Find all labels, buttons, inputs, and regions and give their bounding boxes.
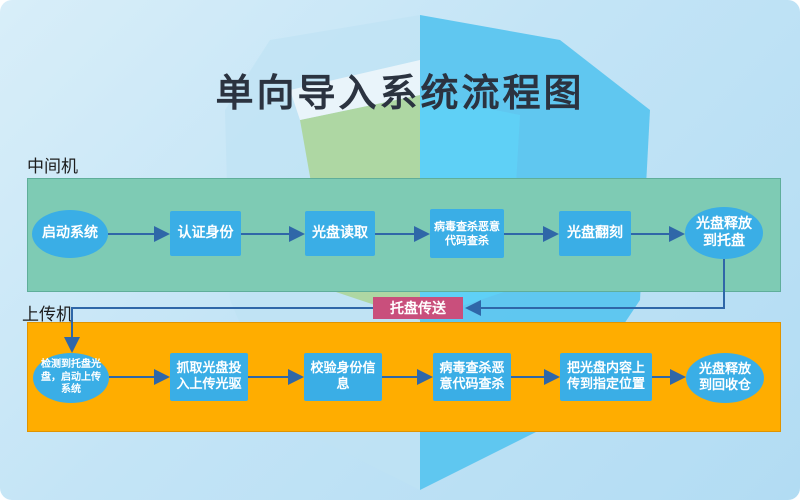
step-virus-scan: 病毒查杀恶意代码查杀 [430, 209, 504, 258]
middle-machine-lane-label: 中间机 [27, 157, 78, 177]
tray-transfer-label: 托盘传送 [373, 297, 463, 319]
step-start-system: 启动系统 [32, 210, 108, 258]
step-grab-disc: 抓取光盘投入上传光驱 [170, 353, 248, 401]
page-title: 单向导入系统流程图 [215, 71, 585, 115]
step-verify-identity: 校验身份信息 [304, 353, 382, 401]
step-virus-scan-upload: 病毒查杀恶意代码查杀 [433, 353, 511, 401]
step-authenticate-identity: 认证身份 [170, 211, 241, 256]
step-burn-disc: 光盘翻刻 [559, 211, 631, 256]
step-upload-content: 把光盘内容上传到指定位置 [560, 353, 652, 401]
arrow-release-to-tray [465, 259, 725, 316]
step-release-to-tray: 光盘释放到托盘 [685, 207, 763, 259]
arrow-tray-to-detect [64, 307, 373, 353]
step-read-disc: 光盘读取 [305, 211, 375, 256]
upload-machine-lane-label: 上传机 [22, 305, 73, 325]
step-detect-tray: 检测到托盘光盘，启动上传系统 [33, 353, 109, 403]
step-release-to-bin: 光盘释放到回收仓 [686, 353, 764, 403]
